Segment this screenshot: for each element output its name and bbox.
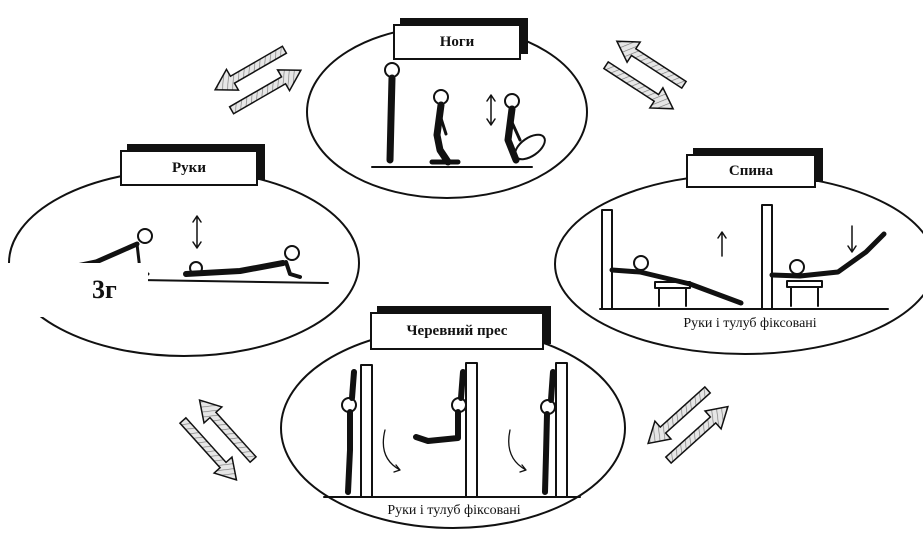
double-arrow-top-left [213, 45, 303, 115]
legs-label: Ноги [393, 24, 521, 60]
arms-label: Руки [120, 150, 258, 186]
double-arrow-top-right [602, 40, 688, 110]
abs-caption: Руки і тулуб фіксовані [387, 503, 521, 518]
abs-illustration [323, 362, 581, 498]
double-arrow-bottom-left [178, 399, 258, 481]
back-caption: Руки і тулуб фіксовані [683, 316, 817, 331]
legs-illustration [371, 62, 546, 168]
back-label: Спина [686, 154, 816, 188]
back-illustration [599, 204, 889, 310]
figure-tag: 3г [0, 263, 148, 317]
double-arrow-bottom-right [647, 385, 729, 465]
abs-label: Черевний прес [370, 312, 544, 350]
